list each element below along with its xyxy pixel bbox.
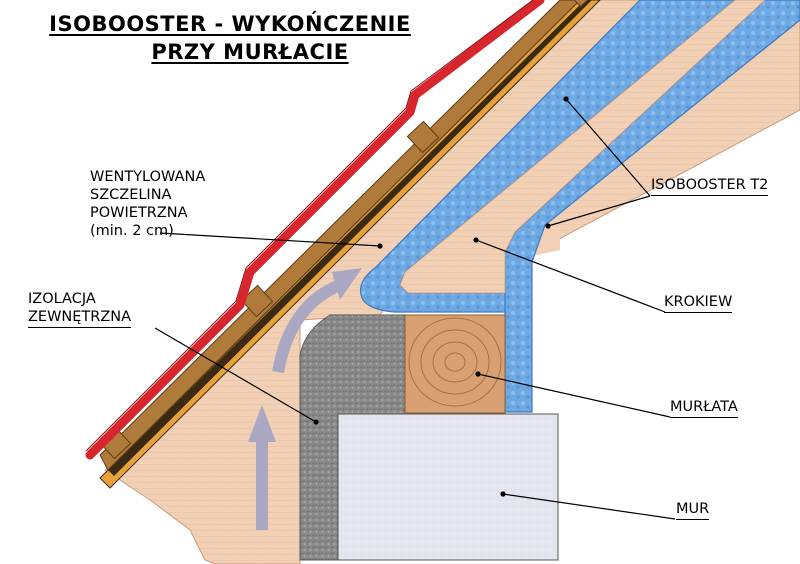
label-rafter: KROKIEW	[664, 293, 733, 313]
wood-rings	[408, 317, 502, 407]
label-ventilated-gap: WENTYLOWANA SZCZELINA POWIETRZNA (min. 2…	[90, 168, 205, 240]
roof-tiles	[85, 0, 545, 460]
label-external-insulation-line1: IZOLACJA	[28, 291, 96, 307]
leader-lines	[154, 96, 676, 520]
battens	[98, 0, 598, 460]
membrane-dark	[108, 0, 592, 476]
diagram-title-line1: ISOBOOSTER - WYKOŃCZENIE	[49, 12, 411, 36]
label-external-insulation: IZOLACJA ZEWNĘTRZNA	[28, 290, 132, 328]
counter-batten	[99, 0, 581, 471]
label-ventilated-gap-line4: (min. 2 cm)	[90, 223, 174, 239]
rafter-inner	[399, 0, 766, 294]
masonry-wall	[337, 413, 559, 561]
label-isobooster: ISOBOOSTER T2	[651, 176, 769, 196]
label-wall: MUR	[676, 500, 710, 520]
diagram-title-line2: PRZY MURŁACIE	[151, 40, 349, 64]
label-external-insulation-line2: ZEWNĘTRZNA	[28, 308, 132, 328]
label-ventilated-gap-line2: SZCZELINA	[90, 187, 172, 203]
label-ventilated-gap-line1: WENTYLOWANA	[90, 169, 206, 185]
label-wall-plate: MURŁATA	[670, 398, 738, 418]
label-ventilated-gap-line3: POWIETRZNA	[90, 205, 188, 221]
airflow-arrows	[248, 268, 362, 530]
